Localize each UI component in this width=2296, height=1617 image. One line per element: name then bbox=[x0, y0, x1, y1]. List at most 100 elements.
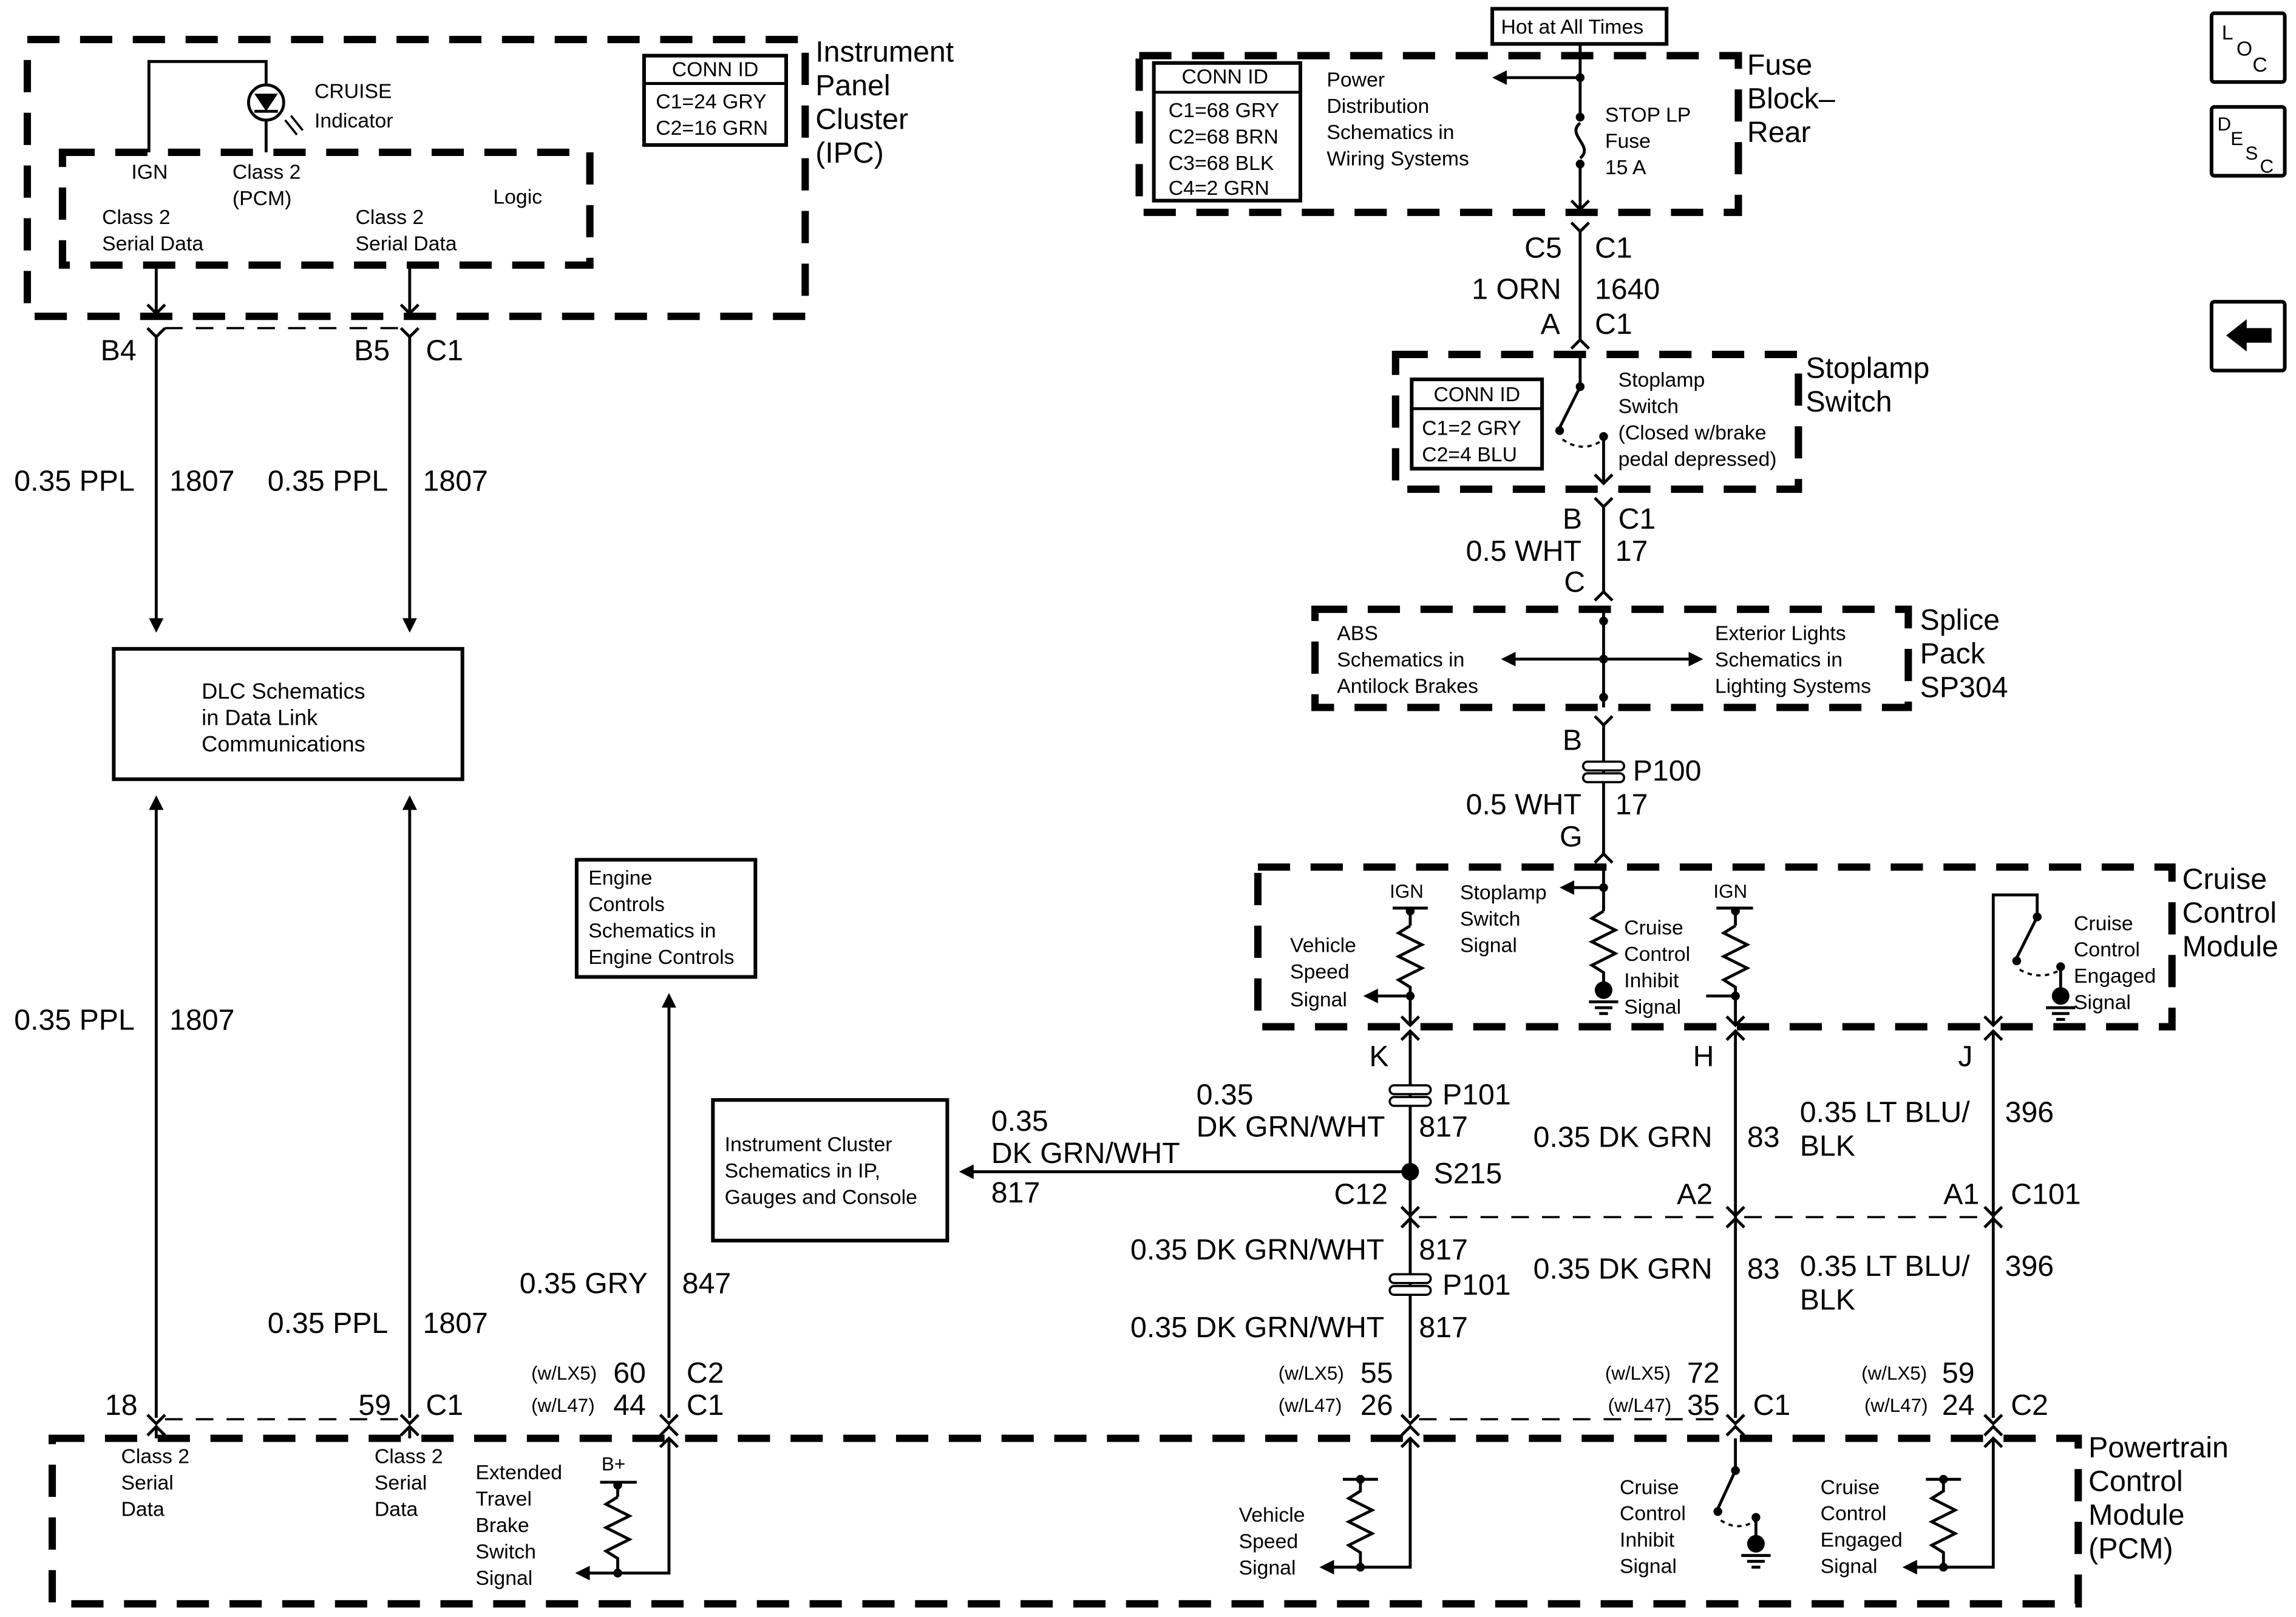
dkgrnwht-gauge-b: DK GRN/WHT bbox=[1197, 1111, 1385, 1144]
wire-1640: 1640 bbox=[1595, 273, 1660, 305]
pcm-ext-5: Signal bbox=[475, 1567, 532, 1590]
pcm-s1-2: Serial bbox=[121, 1471, 173, 1494]
ccm-inhibit-2: Control bbox=[1624, 943, 1690, 966]
dkgrn-num: 83 bbox=[1747, 1120, 1780, 1153]
ic-number: 817 bbox=[991, 1176, 1041, 1209]
ipc-boundary bbox=[23, 36, 809, 320]
wire-4-gauge: 0.35 PPL bbox=[268, 1307, 389, 1340]
lower-dkgrnwht-gauge: 0.35 DK GRN/WHT bbox=[1130, 1233, 1384, 1266]
p100-connector bbox=[1581, 760, 1626, 772]
stoplamp-b: B bbox=[1563, 503, 1582, 535]
ccm-stop-2: Switch bbox=[1460, 907, 1520, 931]
ic-gauge-a: 0.35 bbox=[991, 1105, 1048, 1137]
ccm-title-1: Cruise bbox=[2182, 863, 2267, 896]
ipc-conn-id: CONN ID C1=24 GRY C2=16 GRN bbox=[642, 53, 788, 147]
a1-label: A1 bbox=[1943, 1178, 1979, 1211]
ipc-serial-a-2: Serial Data bbox=[102, 232, 203, 256]
ccm-inhibit-3: Inhibit bbox=[1624, 969, 1679, 992]
power-line-1: Power bbox=[1326, 68, 1385, 91]
back-button[interactable] bbox=[2209, 300, 2287, 373]
fuse-line-2: Fuse bbox=[1605, 130, 1651, 153]
ipc-conn-c1: C1=24 GRY bbox=[656, 90, 766, 114]
lower-dkgrnwht-num: 817 bbox=[1419, 1233, 1468, 1266]
stoplamp-conn-c2: C2=4 BLU bbox=[1422, 443, 1517, 466]
pcm-c1-c: C1 bbox=[1753, 1389, 1791, 1422]
ic-line-3: Gauges and Console bbox=[725, 1186, 917, 1209]
pcm-s1-3: Data bbox=[121, 1498, 165, 1521]
pin-55: 55 bbox=[1360, 1357, 1393, 1389]
l47-label-1: (w/L47) bbox=[531, 1395, 595, 1416]
power-line-3: Schematics in bbox=[1326, 121, 1454, 144]
indicator-label: Indicator bbox=[314, 109, 393, 132]
cruise-control-module: Cruise Control Module Vehicle Speed Sign… bbox=[1254, 863, 2278, 1031]
stoplamp-desc-1: Stoplamp bbox=[1618, 368, 1705, 392]
instrument-cluster-box: Instrument Cluster Schematics in IP, Gau… bbox=[711, 1098, 949, 1242]
stop-lp-fuse bbox=[1574, 121, 1586, 160]
ccm-vss-1: Vehicle bbox=[1290, 934, 1356, 957]
loc-button[interactable]: L O C bbox=[2209, 11, 2287, 84]
ipc-serial-a-1: Class 2 bbox=[102, 206, 171, 229]
pin-b4: B4 bbox=[101, 334, 137, 367]
ccm-ign-2: IGN bbox=[1713, 881, 1747, 902]
a2-label: A2 bbox=[1677, 1178, 1713, 1211]
pcm-engaged-4: Signal bbox=[1821, 1555, 1878, 1578]
ipc-class2-label: Class 2 bbox=[233, 160, 301, 183]
lx5-label-3: (w/LX5) bbox=[1605, 1363, 1671, 1384]
hot-at-all-times-label: Hot at All Times bbox=[1490, 7, 1669, 46]
ccm-vss-3: Signal bbox=[1290, 988, 1347, 1011]
wire-2-number: 1807 bbox=[423, 464, 488, 497]
pcm-s2-1: Class 2 bbox=[375, 1445, 443, 1468]
splice-pack-sp304: Splice Pack SP304 ABS Schematics in Anti… bbox=[1311, 604, 2008, 711]
ipc-conn-c2: C2=16 GRN bbox=[656, 117, 768, 140]
fuse-conn-c1: C1=68 GRY bbox=[1169, 99, 1279, 122]
dlc-line-2: in Data Link bbox=[202, 705, 318, 730]
ltblu-blk: BLK bbox=[1800, 1130, 1855, 1162]
ccm-engaged-2: Control bbox=[2074, 938, 2140, 961]
fuse-block-rear: Fuse Block– Rear CONN ID C1=68 GRY C2=68… bbox=[1135, 44, 1835, 216]
stoplamp-c1: C1 bbox=[1618, 503, 1656, 535]
pin-72: 72 bbox=[1687, 1357, 1720, 1389]
dkgrnwht-gauge-a: 0.35 bbox=[1197, 1078, 1254, 1111]
gry-number: 847 bbox=[682, 1267, 732, 1300]
desc-letter-c: C bbox=[2260, 156, 2274, 177]
pcm-title-2: Control bbox=[2088, 1465, 2183, 1497]
loc-letter-c: C bbox=[2252, 53, 2267, 76]
stoplamp-desc-2: Switch bbox=[1618, 395, 1679, 418]
power-line-2: Distribution bbox=[1326, 95, 1429, 118]
pcm-bplus: B+ bbox=[602, 1454, 625, 1475]
ext-line-3: Lighting Systems bbox=[1715, 674, 1871, 697]
splice-num: 17 bbox=[1615, 788, 1648, 821]
engine-line-1: Engine bbox=[588, 866, 652, 889]
ltblu-gauge: 0.35 LT BLU/ bbox=[1800, 1096, 1970, 1128]
ipc-pcm-label: (PCM) bbox=[233, 187, 292, 210]
ipc-serial-b-1: Class 2 bbox=[356, 206, 424, 229]
wire-4-number: 1807 bbox=[423, 1307, 488, 1340]
ccm-pin-h: H bbox=[1693, 1040, 1714, 1073]
fuse-line-3: 15 A bbox=[1605, 156, 1646, 179]
instrument-panel-cluster: Instrument Panel Cluster (IPC) CONN ID C… bbox=[23, 35, 954, 320]
desc-button[interactable]: D E S C bbox=[2209, 105, 2287, 178]
c101-label: C101 bbox=[2011, 1178, 2080, 1211]
pcm-pin-18: 18 bbox=[105, 1389, 138, 1422]
pcm-to-dlc-wires bbox=[146, 795, 420, 1439]
ipc-logic-label: Logic bbox=[493, 185, 542, 208]
dlc-line-1: DLC Schematics bbox=[202, 679, 365, 703]
wire-2-gauge: 0.35 PPL bbox=[268, 464, 389, 497]
pcm-inhibit-1: Cruise bbox=[1620, 1476, 1679, 1499]
engine-line-2: Controls bbox=[588, 893, 665, 916]
ic-gauge-b: DK GRN/WHT bbox=[991, 1137, 1180, 1170]
pin-26: 26 bbox=[1360, 1389, 1393, 1422]
fuse-conn-id: CONN ID C1=68 GRY C2=68 BRN C3=68 BLK C4… bbox=[1152, 61, 1302, 203]
pin-44: 44 bbox=[613, 1389, 646, 1422]
lower-ltblu-num: 396 bbox=[2005, 1250, 2054, 1283]
splice-title-3: SP304 bbox=[1920, 671, 2008, 704]
ccm-title-3: Module bbox=[2182, 931, 2278, 963]
splice-title-1: Splice bbox=[1920, 604, 2000, 637]
wire-c1-b: C1 bbox=[1595, 308, 1632, 341]
left-arrow-icon bbox=[2226, 319, 2272, 352]
pin-59b: 59 bbox=[1942, 1357, 1975, 1389]
p101-label-a: P101 bbox=[1442, 1078, 1511, 1111]
pcm-title-4: (PCM) bbox=[2088, 1532, 2173, 1565]
ipc-title-2: Panel bbox=[815, 69, 890, 102]
stoplamp-conn-header: CONN ID bbox=[1434, 383, 1521, 406]
